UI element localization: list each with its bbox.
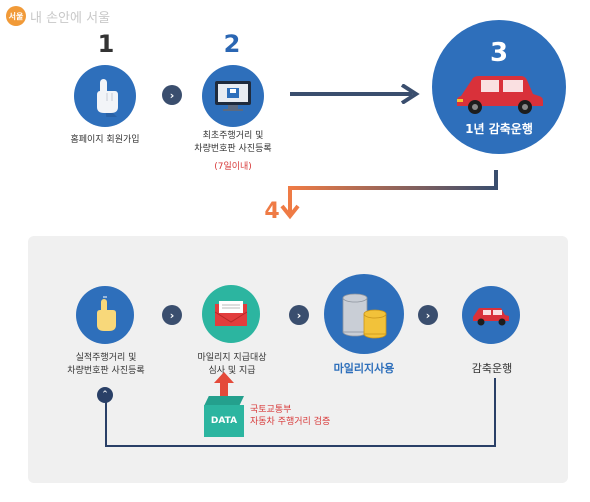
- step-2-circle: [202, 65, 264, 127]
- verification-line1: 국토교통부: [250, 405, 292, 415]
- step-2-note: (7일이내): [214, 162, 252, 172]
- return-loop-line: [105, 378, 496, 447]
- bottom-step-4-circle: [462, 286, 520, 344]
- step-1-label: 홈페이지 회원가입: [70, 135, 140, 145]
- monitor-upload-icon: [215, 81, 251, 111]
- step-3-number: 3: [489, 37, 509, 68]
- bottom-step-1-label: 실적주행거리 및 차량번호판 사진등록: [56, 352, 156, 378]
- up-arrow-icon: [214, 372, 234, 396]
- step-2-label-line1: 최초주행거리 및: [202, 131, 264, 141]
- car-icon: [473, 308, 509, 326]
- step-3-label: 1년 감축운행: [465, 121, 533, 136]
- step-4-number: 4: [264, 199, 280, 224]
- bottom-step-4-label: 감축운행: [471, 362, 513, 375]
- bottom-step-2-circle: [202, 285, 260, 343]
- data-box: DATA: [204, 405, 244, 437]
- bottom-step-2-label-line1: 마일리지 지급대상: [197, 353, 267, 363]
- verification-note: 국토교통부 자동차 주행거리 검증: [250, 404, 330, 428]
- envelope-icon: [214, 301, 248, 326]
- step-2-label-line2: 차량번호판 사진등록: [194, 144, 272, 154]
- connector-arrow-icon: [280, 170, 498, 220]
- verification-line2: 자동차 주행거리 검증: [250, 417, 331, 427]
- step-1-circle: [74, 65, 136, 127]
- logo-text: 내 손안에 서울: [30, 10, 111, 26]
- bottom-step-1-circle: [76, 286, 134, 344]
- bottom-step-1-label-line1: 실적주행거리 및: [75, 353, 137, 363]
- step-3-circle: 3 1년 감축운행: [432, 20, 566, 154]
- next-arrow-icon: ›: [162, 305, 182, 325]
- next-arrow-icon: ›: [418, 305, 438, 325]
- seoul-logo-icon: 서울: [6, 6, 26, 26]
- step-1-number: 1: [97, 30, 115, 58]
- long-arrow-right-icon: [290, 84, 420, 104]
- bottom-step-2-label-line2: 심사 및 지급: [208, 366, 256, 376]
- bottom-step-2-label: 마일리지 지급대상 심사 및 지급: [184, 352, 280, 378]
- site-logo: 서울 내 손안에 서울: [6, 6, 110, 26]
- touch-hand-icon: [97, 296, 116, 331]
- bottom-step-3-label: 마일리지사용: [333, 362, 395, 375]
- bottom-step-1-label-line2: 차량번호판 사진등록: [67, 366, 145, 376]
- next-arrow-icon: ›: [289, 305, 309, 325]
- bottom-step-3-circle: [324, 274, 404, 354]
- step-2-number: 2: [223, 30, 241, 58]
- next-arrow-icon: ›: [162, 85, 182, 105]
- chevron-up-icon: ⌃: [97, 387, 113, 403]
- step-2-label: 최초주행거리 및 차량번호판 사진등록: [180, 130, 286, 156]
- car-icon: [457, 75, 543, 114]
- coin-stack-icon: [342, 293, 387, 339]
- data-box-lid: [204, 396, 244, 406]
- pointer-hand-icon: [97, 79, 118, 117]
- step-4-panel: [28, 236, 568, 483]
